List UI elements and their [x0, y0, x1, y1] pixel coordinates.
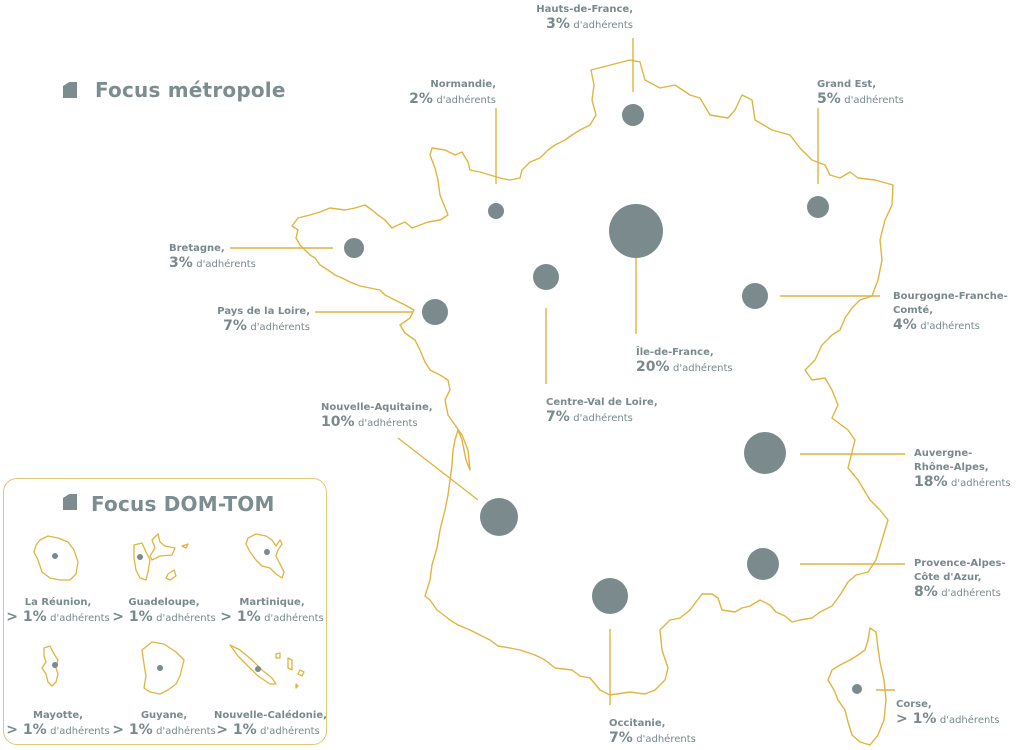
dot-mayotte — [52, 662, 58, 668]
label-centre-val-de-loire: Centre-Val de Loire, 7% d'adhérents — [546, 397, 658, 425]
corse-outline — [827, 627, 887, 746]
label-pays-de-la-loire: Pays de la Loire, 7% d'adhérents — [217, 306, 310, 334]
label-corse: Corse, > 1% d'adhérents — [896, 699, 1000, 727]
france-outline — [291, 59, 894, 696]
domtom-title: Focus DOM-TOM — [91, 492, 275, 516]
reunion-outline — [33, 535, 79, 581]
bubble-normandie — [488, 203, 504, 219]
nouvelle-caledonie-outline — [229, 644, 305, 689]
dot-reunion — [52, 553, 58, 559]
label-hauts-de-france: Hauts-de-France, 3% d'adhérents — [536, 4, 633, 32]
bubble-ile-de-france — [609, 204, 663, 258]
bubble-auvergne-rhone-alpes — [744, 432, 786, 474]
dot-martinique — [264, 549, 270, 555]
guyane-outline — [141, 641, 185, 695]
dot-guyane — [157, 665, 163, 671]
domtom-panel — [3, 478, 327, 745]
bubble-provence-alpes-cote-dazur — [747, 548, 779, 580]
bubble-bretagne — [344, 238, 364, 258]
label-bretagne: Bretagne, 3% d'adhérents — [169, 243, 256, 271]
dot-guadeloupe — [137, 554, 143, 560]
folded-flag-icon — [63, 82, 77, 98]
label-occitanie: Occitanie, 7% d'adhérents — [609, 718, 696, 746]
label-ile-de-france: Île-de-France, 20% d'adhérents — [636, 347, 733, 375]
mayotte-outline — [41, 645, 59, 687]
bubble-centre-val-de-loire — [533, 264, 559, 290]
label-normandie: Normandie, 2% d'adhérents — [409, 79, 496, 107]
label-grand-est: Grand Est, 5% d'adhérents — [817, 79, 904, 107]
label-mayotte: Mayotte, > 1% d'adhérents — [6, 710, 110, 738]
label-nouvelle-caledonie: Nouvelle-Calédonie, > 1% d'adhérents — [214, 710, 327, 738]
label-nouvelle-aquitaine: Nouvelle-Aquitaine, 10% d'adhérents — [321, 402, 433, 430]
label-bourgogne-franche-comte: Bourgogne-Franche- Comté, 4% d'adhérents — [893, 291, 1008, 333]
bubble-bourgogne-franche-comte — [742, 283, 768, 309]
guadeloupe-outline — [133, 533, 189, 581]
bubble-hauts-de-france — [622, 104, 644, 126]
label-guadeloupe: Guadeloupe, > 1% d'adhérents — [112, 597, 216, 625]
folded-flag-icon — [63, 494, 77, 510]
martinique-outline — [245, 533, 285, 579]
metropole-title: Focus métropole — [95, 78, 286, 102]
bubble-corse — [852, 684, 862, 694]
label-provence-alpes-cote-dazur: Provence-Alpes- Côte d'Azur, 8% d'adhére… — [914, 558, 1006, 600]
label-guyane: Guyane, > 1% d'adhérents — [112, 710, 216, 738]
bubble-grand-est — [807, 196, 829, 218]
label-la-reunion: La Réunion, > 1% d'adhérents — [6, 597, 110, 625]
bubble-occitanie — [592, 578, 628, 614]
bubble-nouvelle-aquitaine — [480, 498, 518, 536]
label-auvergne-rhone-alpes: Auvergne- Rhône-Alpes, 18% d'adhérents — [914, 448, 1011, 490]
label-martinique: Martinique, > 1% d'adhérents — [220, 597, 324, 625]
bubble-pays-de-la-loire — [422, 299, 448, 325]
dot-nouvelle-caledonie — [255, 666, 261, 672]
